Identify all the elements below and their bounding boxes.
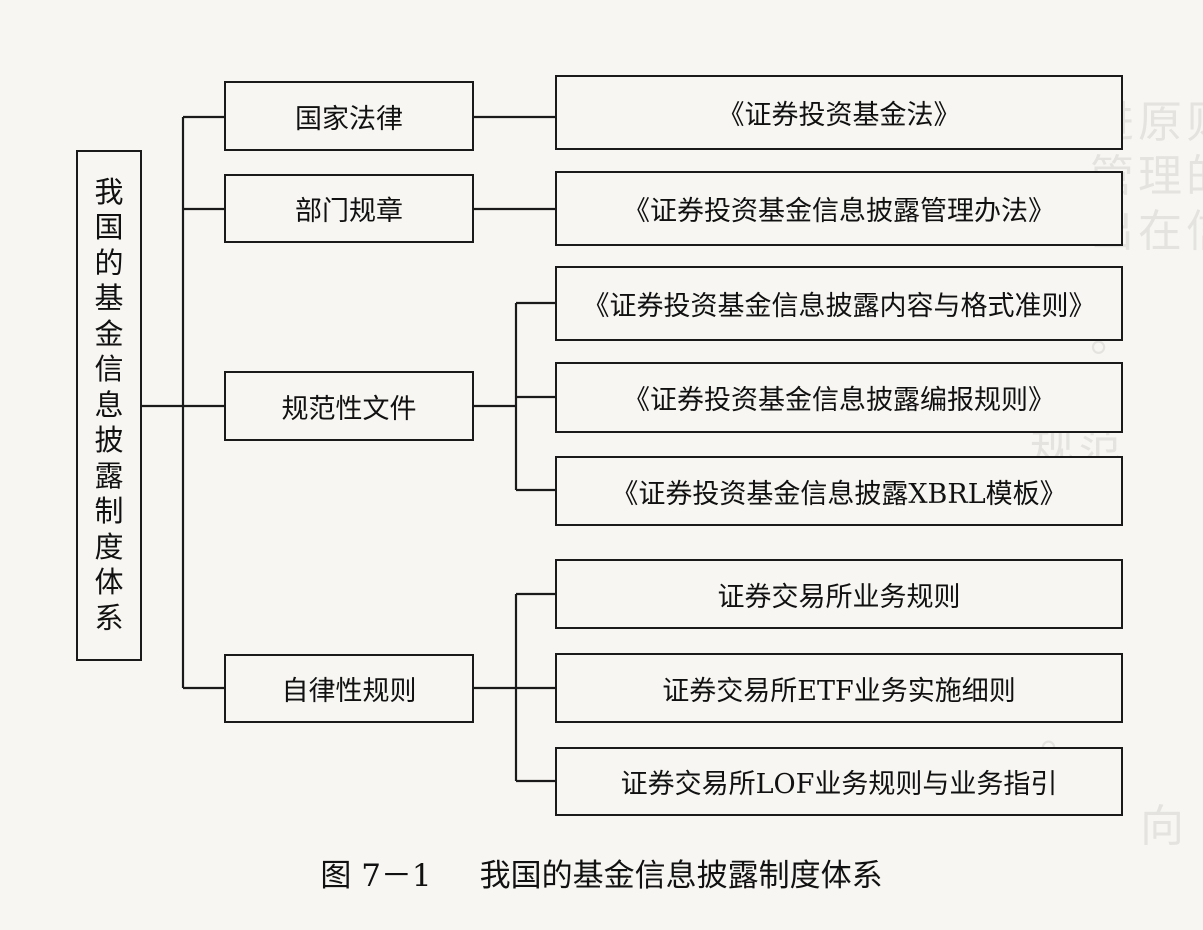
root-label-char: 度 [94, 529, 124, 564]
root-label-char: 露 [94, 458, 124, 493]
root-label-char: 国 [94, 210, 124, 245]
root-label-char: 信 [94, 352, 124, 387]
root-label-char: 体 [94, 565, 124, 600]
figure-number: 图 7－1 [320, 858, 432, 894]
root-label-char: 系 [94, 600, 124, 635]
figure-caption: 图 7－1 我国的基金信息披露制度体系 [0, 850, 1203, 895]
figure-title: 我国的基金信息披露制度体系 [479, 858, 883, 894]
leaf-disclosure-management-measures: 《证券投资基金信息披露管理办法》 [555, 171, 1123, 246]
leaf-content-format-standards: 《证券投资基金信息披露内容与格式准则》 [555, 266, 1123, 341]
root-box: 我国的基金信息披露制度体系 [76, 150, 142, 661]
root-label-char: 披 [94, 423, 124, 458]
leaf-exchange-lof-rules: 证券交易所LOF业务规则与业务指引 [555, 747, 1123, 816]
root-label-char: 基 [94, 281, 124, 316]
leaf-compilation-rules: 《证券投资基金信息披露编报规则》 [555, 362, 1123, 433]
leaf-securities-investment-fund-law: 《证券投资基金法》 [555, 75, 1123, 150]
root-label-char: 息 [94, 387, 124, 422]
category-national-law: 国家法律 [224, 81, 474, 151]
root-label-char: 金 [94, 316, 124, 351]
root-label: 我国的基金信息披露制度体系 [94, 175, 123, 637]
category-department-rules: 部门规章 [224, 174, 474, 243]
leaf-xbrl-templates: 《证券投资基金信息披露XBRL模板》 [555, 456, 1123, 526]
leaf-exchange-business-rules: 证券交易所业务规则 [555, 559, 1123, 629]
leaf-exchange-etf-rules: 证券交易所ETF业务实施细则 [555, 653, 1123, 723]
root-label-char: 制 [94, 494, 124, 529]
root-label-char: 的 [94, 245, 124, 280]
root-label-char: 我 [94, 174, 124, 209]
category-self-regulatory-rules: 自律性规则 [224, 654, 474, 723]
category-normative-documents: 规范性文件 [224, 371, 474, 441]
